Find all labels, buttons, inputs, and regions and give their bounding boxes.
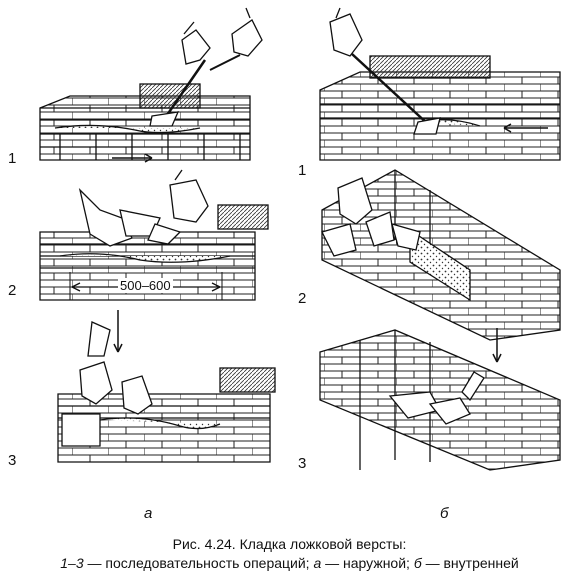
caption-b: б: [413, 555, 422, 571]
step-label-a1: 1: [8, 150, 17, 167]
caption-text-2: — наружной;: [321, 555, 414, 571]
step-label-b1: 1: [298, 162, 307, 179]
caption-range: 1–3: [60, 555, 84, 571]
caption-a: а: [313, 555, 322, 571]
caption-text-1: — последовательность операций;: [83, 555, 314, 571]
scene-b3: [319, 328, 561, 471]
scene-a1: [39, 7, 263, 163]
step-label-b2: 2: [298, 290, 307, 307]
column-label-b: б: [440, 505, 449, 522]
figure-caption-title: Рис. 4.24. Кладка ложковой версты:: [172, 536, 407, 552]
step-label-a2: 2: [8, 282, 17, 299]
scene-b2: [321, 169, 561, 341]
scene-b1: [319, 7, 561, 161]
caption-text-3: — внутренней: [421, 555, 519, 571]
column-label-a: а: [144, 505, 153, 522]
scene-a3: [57, 310, 276, 463]
step-label-a3: 3: [8, 452, 17, 469]
step-label-b3: 3: [298, 455, 307, 472]
figure-caption-legend: 1–3 — последовательность операций; а — н…: [0, 555, 579, 571]
dimension-label: 500–600: [118, 278, 173, 293]
scene-a2: [39, 169, 269, 301]
